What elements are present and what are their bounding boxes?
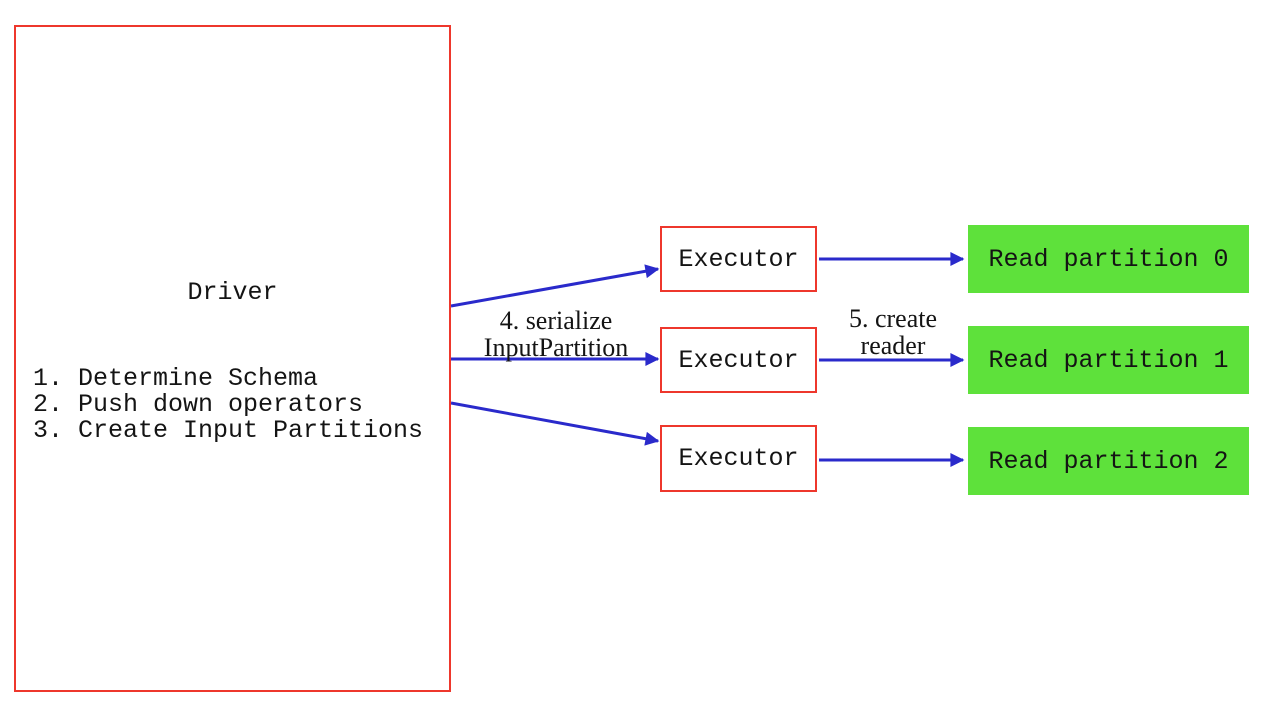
partition-box-2: Read partition 2 <box>968 427 1249 495</box>
driver-step-2: 2. Push down operators <box>33 390 364 419</box>
partition-box-0: Read partition 0 <box>968 225 1249 293</box>
executor-box-3: Executor <box>660 425 817 492</box>
driver-steps: 1. Determine Schema 2. Push down operato… <box>33 366 423 444</box>
executor-box-2: Executor <box>660 327 817 393</box>
executor-box-1: Executor <box>660 226 817 292</box>
driver-step-3: 3. Create Input Partitions <box>33 416 424 445</box>
edge-driver-to-executor-3 <box>450 401 660 446</box>
driver-step-1: 1. Determine Schema <box>33 364 319 393</box>
driver-box: Driver 1. Determine Schema 2. Push down … <box>14 25 451 692</box>
edge-driver-to-executor-1 <box>450 264 660 308</box>
driver-title: Driver <box>187 278 278 307</box>
partition-box-1: Read partition 1 <box>968 326 1249 394</box>
edge-label-create-reader: 5. create reader <box>848 304 938 360</box>
edge-label-serialize-input-partition: 4. serialize InputPartition <box>483 306 629 362</box>
